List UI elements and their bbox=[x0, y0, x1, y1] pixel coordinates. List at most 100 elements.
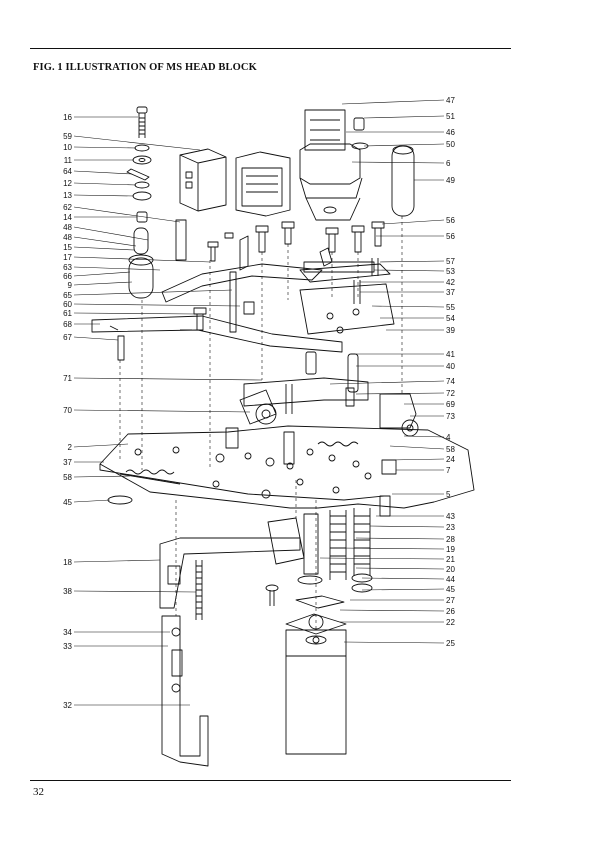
callout-label: 10 bbox=[63, 143, 72, 152]
callout-label: 39 bbox=[446, 326, 455, 335]
support-posts bbox=[306, 352, 358, 392]
callout-label: 34 bbox=[63, 628, 72, 637]
callout-label: 11 bbox=[64, 156, 73, 165]
leader-line bbox=[356, 568, 444, 569]
callout-label: 61 bbox=[63, 309, 72, 318]
leader-line bbox=[74, 337, 118, 340]
callout-labels: 1659101164121362144848151763669656061686… bbox=[63, 96, 455, 710]
callout-label: 65 bbox=[63, 291, 72, 300]
callout-label: 37 bbox=[63, 458, 72, 467]
leader-line bbox=[390, 459, 444, 460]
vertical-strip bbox=[162, 616, 208, 766]
leader-line bbox=[330, 381, 444, 384]
callout-label: 16 bbox=[63, 113, 72, 122]
callout-label: 59 bbox=[63, 132, 72, 141]
leader-lines bbox=[74, 100, 444, 705]
callout-label: 43 bbox=[446, 512, 455, 521]
leader-line bbox=[340, 610, 444, 611]
callout-label: 48 bbox=[63, 223, 72, 232]
leader-line bbox=[362, 589, 444, 590]
callout-label: 70 bbox=[63, 406, 72, 415]
callout-label: 13 bbox=[63, 191, 72, 200]
leader-line bbox=[74, 171, 132, 174]
callout-label: 20 bbox=[446, 565, 455, 574]
leader-line bbox=[74, 183, 136, 185]
leader-line bbox=[404, 436, 444, 437]
leader-line bbox=[74, 136, 200, 150]
callout-label: 12 bbox=[63, 179, 72, 188]
leader-line bbox=[374, 270, 444, 271]
callout-label: 41 bbox=[446, 350, 455, 359]
leader-line bbox=[340, 548, 444, 549]
base-plate bbox=[100, 426, 474, 508]
callout-label: 24 bbox=[446, 455, 455, 464]
bottom-motor bbox=[266, 585, 346, 754]
callout-label: 62 bbox=[63, 203, 72, 212]
leader-line bbox=[74, 378, 262, 380]
bottom-rule bbox=[30, 780, 511, 781]
callout-label: 26 bbox=[446, 607, 455, 616]
callout-label: 23 bbox=[446, 523, 455, 532]
callout-label: 49 bbox=[446, 176, 455, 185]
leader-line bbox=[74, 304, 240, 306]
callout-label: 37 bbox=[446, 288, 455, 297]
leader-line bbox=[370, 526, 444, 527]
callout-label: 60 bbox=[63, 300, 72, 309]
callout-label: 58 bbox=[63, 473, 72, 482]
leader-line bbox=[74, 195, 134, 196]
leader-line bbox=[390, 446, 444, 449]
callout-label: 4 bbox=[446, 433, 451, 442]
leader-line bbox=[74, 267, 160, 270]
callout-label: 5 bbox=[446, 490, 451, 499]
callout-label: 45 bbox=[446, 585, 455, 594]
leader-line bbox=[74, 290, 232, 295]
callout-label: 50 bbox=[446, 140, 455, 149]
head-motor-assembly bbox=[300, 110, 414, 220]
leader-line bbox=[74, 247, 134, 250]
callout-label: 64 bbox=[63, 167, 72, 176]
lamp-housing bbox=[236, 152, 290, 216]
callout-label: 51 bbox=[446, 112, 455, 121]
callout-label: 2 bbox=[68, 443, 73, 452]
leader-line bbox=[362, 578, 444, 579]
callout-label: 21 bbox=[446, 555, 455, 564]
callout-label: 71 bbox=[63, 374, 72, 383]
leader-line bbox=[356, 538, 444, 539]
callout-label: 28 bbox=[446, 535, 455, 544]
leader-line bbox=[74, 282, 132, 285]
leader-line bbox=[364, 116, 444, 118]
callout-label: 56 bbox=[446, 232, 455, 241]
leader-line bbox=[74, 410, 250, 412]
callout-label: 7 bbox=[446, 466, 451, 475]
callout-label: 54 bbox=[446, 314, 455, 323]
callout-label: 48 bbox=[63, 233, 72, 242]
leader-line bbox=[342, 100, 444, 104]
callout-label: 27 bbox=[446, 596, 455, 605]
long-lever bbox=[92, 316, 342, 360]
callout-label: 33 bbox=[63, 642, 72, 651]
leader-line bbox=[74, 500, 110, 502]
callout-label: 19 bbox=[446, 545, 455, 554]
callout-label: 6 bbox=[446, 159, 451, 168]
callout-label: 44 bbox=[446, 575, 455, 584]
callout-label: 47 bbox=[446, 96, 455, 105]
callout-label: 38 bbox=[63, 587, 72, 596]
callout-label: 73 bbox=[446, 412, 455, 421]
callout-label: 40 bbox=[446, 362, 455, 371]
callout-label: 58 bbox=[446, 445, 455, 454]
callout-label: 68 bbox=[63, 320, 72, 329]
relay-box bbox=[180, 149, 226, 211]
callout-label: 45 bbox=[63, 498, 72, 507]
callout-label: 42 bbox=[446, 278, 455, 287]
callout-label: 18 bbox=[63, 558, 72, 567]
leader-line bbox=[74, 591, 196, 592]
leader-line bbox=[74, 272, 130, 276]
callout-label: 46 bbox=[446, 128, 455, 137]
callout-label: 14 bbox=[63, 213, 72, 222]
upper-bracket bbox=[162, 220, 322, 332]
callout-label: 55 bbox=[446, 303, 455, 312]
callout-label: 63 bbox=[63, 263, 72, 272]
leader-line bbox=[382, 220, 444, 224]
